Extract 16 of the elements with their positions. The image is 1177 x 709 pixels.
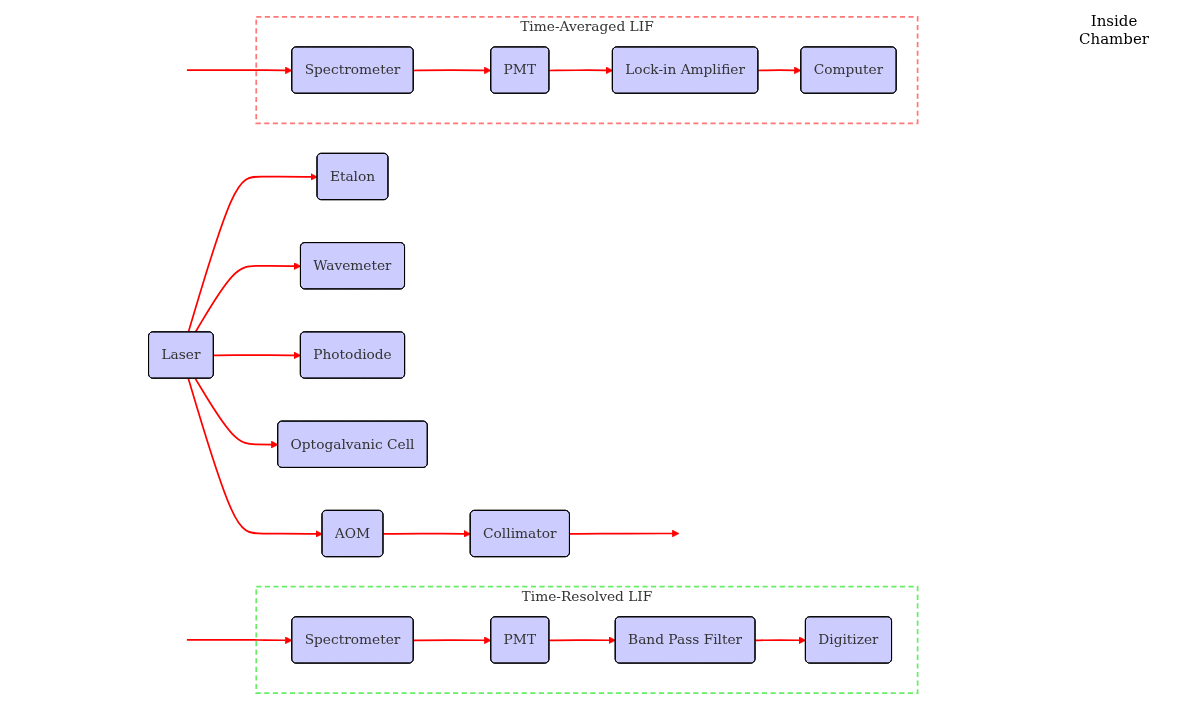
arrow [548, 66, 614, 74]
arrow [413, 636, 492, 644]
arrow [382, 529, 472, 538]
arrow [413, 66, 492, 74]
arrow [755, 635, 807, 644]
arrow [186, 636, 293, 644]
arrow [213, 351, 302, 359]
arrow [194, 377, 279, 448]
chamber-label: Inside Chamber [1078, 12, 1150, 48]
arrow [194, 261, 302, 333]
arrow [187, 377, 324, 538]
arrow [757, 66, 802, 74]
arrow [186, 66, 293, 74]
arrow [548, 635, 617, 644]
arrow [187, 172, 319, 333]
arrow [569, 529, 680, 537]
